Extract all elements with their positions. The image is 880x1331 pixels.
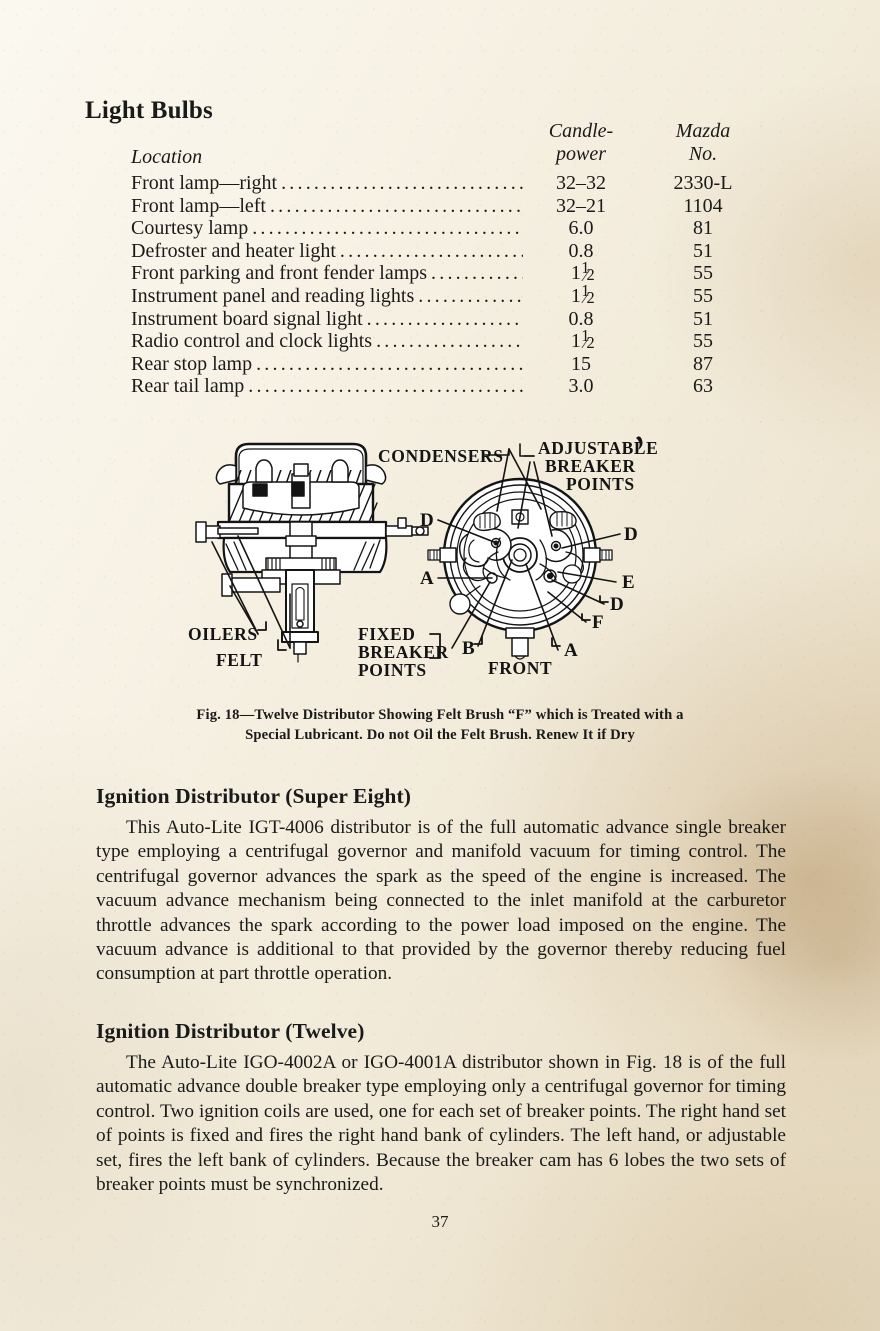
table-row: ........................................… xyxy=(131,308,751,331)
label-adjustable-line2: BREAKER xyxy=(545,456,636,476)
column-header-candlepower: Candle- power xyxy=(548,120,614,165)
cell-mazda-number: 55 xyxy=(693,330,713,353)
cell-mazda-number: 51 xyxy=(693,239,713,262)
cell-candlepower: 32–21 xyxy=(556,194,606,217)
table-row: ........................................… xyxy=(131,172,751,195)
section-heading-super-eight: Ignition Distributor (Super Eight) xyxy=(96,784,412,808)
label-d-lower-right: D xyxy=(610,594,624,615)
column-header-mazda: Mazda No. xyxy=(675,120,731,165)
label-a-lower: A xyxy=(564,640,578,661)
label-fixed-line2: BREAKER xyxy=(358,642,449,662)
dot-leader: ........................................… xyxy=(252,217,523,240)
figure-caption-line1: Fig. 18—Twelve Distributor Showing Felt … xyxy=(196,707,684,723)
page-number: 37 xyxy=(431,1212,449,1231)
figure-caption-line2: Special Lubricant. Do not Oil the Felt B… xyxy=(245,726,635,743)
page-title: Light Bulbs xyxy=(85,97,213,124)
table-row: ........................................… xyxy=(131,240,751,263)
label-b: B xyxy=(462,638,475,659)
table-row: ........................................… xyxy=(131,325,751,353)
dot-leader: ........................................… xyxy=(366,307,523,330)
table-row: ........................................… xyxy=(131,353,751,376)
cell-mazda-number: 87 xyxy=(693,352,713,375)
dot-leader: ........................................… xyxy=(339,239,523,262)
table-row: ........................................… xyxy=(131,280,751,308)
cell-candlepower: 3.0 xyxy=(568,375,594,398)
distributor-diagram: CONDENSERS ADJUSTABLE BREAKER POINTS OIL… xyxy=(188,436,658,866)
table-row: ........................................… xyxy=(131,217,751,240)
light-bulbs-rows: ........................................… xyxy=(131,172,751,398)
cell-candlepower: 0.8 xyxy=(568,307,594,330)
label-d-left: D xyxy=(420,510,434,531)
cell-mazda-number: 1104 xyxy=(683,194,723,217)
stray-ink-mark xyxy=(636,436,643,450)
label-adjustable-line3: POINTS xyxy=(566,474,635,494)
label-f: F xyxy=(592,612,604,633)
cell-mazda-number: 63 xyxy=(693,375,713,398)
dot-leader: ........................................… xyxy=(418,284,523,307)
table-row: ........................................… xyxy=(131,258,751,285)
figure-caption: Fig. 18—Twelve Distributor Showing Felt … xyxy=(85,706,795,745)
cell-mazda-number: 81 xyxy=(693,217,713,240)
label-felt: FELT xyxy=(216,650,263,670)
label-adjustable-line1: ADJUSTABLE xyxy=(538,438,658,458)
figure-18-distributor: CONDENSERS ADJUSTABLE BREAKER POINTS OIL… xyxy=(0,418,880,866)
label-a-left: A xyxy=(420,568,434,589)
cell-location: Front lamp—left xyxy=(131,194,266,217)
dot-leader: ........................................… xyxy=(281,172,523,194)
label-e: E xyxy=(622,572,635,593)
cell-mazda-number: 2330-L xyxy=(673,172,733,194)
label-d-right: D xyxy=(624,524,638,545)
cell-location: Front parking and front fender lamps xyxy=(131,262,428,285)
label-front: FRONT xyxy=(488,658,552,678)
dot-leader: ........................................… xyxy=(431,262,523,285)
cell-candlepower: 15 xyxy=(571,352,591,375)
dot-leader: ........................................… xyxy=(256,352,523,375)
cell-mazda-number: 55 xyxy=(693,262,713,285)
table-row: ........................................… xyxy=(131,195,751,218)
cell-mazda-number: 51 xyxy=(693,307,713,330)
cell-location: Rear tail lamp xyxy=(131,375,245,398)
section-body-super-eight: This Auto-Lite IGT-4006 distributor is o… xyxy=(96,817,786,985)
cell-candlepower: 6.0 xyxy=(568,217,594,240)
cell-candlepower: 0.8 xyxy=(568,239,594,262)
label-fixed-line1: FIXED xyxy=(358,624,415,644)
table-row: ........................................… xyxy=(131,375,751,398)
cell-candlepower: 32–32 xyxy=(556,172,606,194)
dot-leader: ........................................… xyxy=(376,330,523,353)
cell-location: Rear stop lamp xyxy=(131,352,253,375)
label-oilers: OILERS xyxy=(188,624,258,644)
label-condensers: CONDENSERS xyxy=(378,446,504,466)
cell-location: Radio control and clock lights xyxy=(131,330,373,353)
cell-location: Defroster and heater light xyxy=(131,239,336,262)
cell-location: Instrument board signal light xyxy=(131,307,363,330)
cell-location: Instrument panel and reading lights xyxy=(131,284,415,307)
dot-leader: ........................................… xyxy=(269,194,523,217)
label-fixed-line3: POINTS xyxy=(358,660,427,680)
dot-leader: ........................................… xyxy=(248,375,523,398)
cell-location: Front lamp—right xyxy=(131,172,278,194)
section-heading-twelve: Ignition Distributor (Twelve) xyxy=(96,1019,365,1043)
cell-location: Courtesy lamp xyxy=(131,217,249,240)
column-header-location: Location xyxy=(131,146,203,168)
section-body-twelve: The Auto-Lite IGO-4002A or IGO-4001A dis… xyxy=(96,1052,786,1196)
cell-mazda-number: 55 xyxy=(693,284,713,307)
